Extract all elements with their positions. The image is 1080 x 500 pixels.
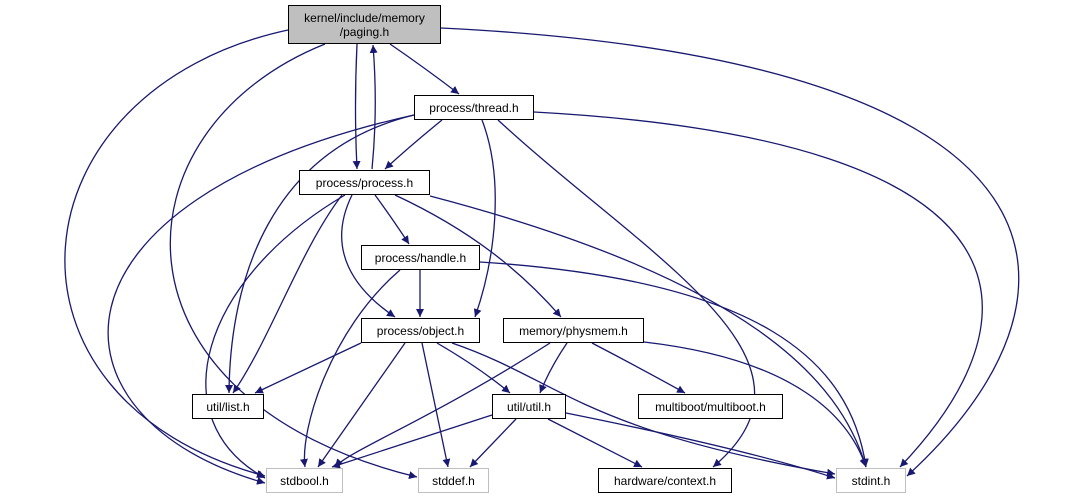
edge-process-to-list — [232, 194, 343, 394]
edge-paging-to-stdbool — [64, 29, 289, 478]
node-process-h-label: process/process.h — [315, 175, 414, 190]
edge-process-to-handle — [374, 194, 410, 245]
node-multiboot-h[interactable]: multiboot/multiboot.h — [638, 394, 783, 419]
node-stdint-h-label: stdint.h — [851, 473, 891, 488]
edge-paging-to-process — [352, 43, 361, 170]
node-stddef-h-label: stddef.h — [432, 473, 475, 488]
edge-util-to-stdint — [565, 412, 836, 480]
edge-thread-to-list — [225, 114, 415, 394]
node-util-h-label: util/util.h — [506, 399, 552, 414]
edge-util-to-context — [547, 418, 643, 468]
node-object-h-label: process/object.h — [376, 323, 465, 338]
edge-handle-to-stdbool — [299, 269, 401, 468]
node-stdbool-h-label: stdbool.h — [280, 473, 329, 488]
edge-process-to-stdint — [429, 195, 868, 468]
node-list-h-label: util/list.h — [206, 399, 250, 414]
node-paging-h[interactable]: kernel/include/memory /paging.h — [288, 5, 441, 44]
edge-thread-to-context — [497, 119, 756, 468]
node-handle-h[interactable]: process/handle.h — [361, 245, 480, 270]
node-stdbool-h[interactable]: stdbool.h — [266, 468, 343, 493]
node-context-h-label: hardware/context.h — [613, 473, 717, 488]
edge-physmem-to-stdbool — [334, 342, 551, 468]
edge-thread-to-process — [384, 119, 443, 170]
edge-physmem-to-multiboot — [591, 342, 686, 394]
edge-object-to-stdint — [451, 342, 836, 477]
node-object-h[interactable]: process/object.h — [361, 318, 480, 343]
node-util-h[interactable]: util/util.h — [492, 394, 566, 419]
node-physmem-h[interactable]: memory/physmem.h — [503, 318, 644, 343]
edge-object-to-stddef — [421, 342, 451, 468]
node-list-h[interactable]: util/list.h — [192, 394, 264, 419]
edge-physmem-to-stdint — [643, 341, 868, 468]
node-thread-h[interactable]: process/thread.h — [414, 95, 534, 120]
node-context-h[interactable]: hardware/context.h — [598, 468, 732, 493]
edge-paging-to-stddef — [169, 43, 418, 479]
edge-object-to-list — [254, 342, 362, 394]
node-multiboot-h-label: multiboot/multiboot.h — [655, 399, 766, 414]
edge-process-to-stdbool — [205, 194, 346, 479]
edge-process-to-physmem — [394, 194, 562, 318]
edge-thread-to-object — [473, 119, 496, 318]
node-thread-h-label: process/thread.h — [429, 100, 519, 115]
node-paging-h-label-line2: /paging.h — [339, 24, 390, 39]
edge-physmem-to-util — [539, 342, 568, 394]
edge-handle-to-stdint — [479, 261, 869, 468]
node-process-h[interactable]: process/process.h — [299, 170, 430, 195]
edge-object-to-stdbool — [317, 342, 406, 468]
edge-util-to-stdbool — [331, 414, 493, 469]
edge-thread-to-stdint — [533, 111, 983, 468]
edge-paging-to-thread — [389, 43, 460, 95]
node-paging-h-label-line1: kernel/include/memory — [304, 10, 425, 25]
edge-object-to-util — [436, 342, 511, 394]
edge-util-to-stddef — [469, 418, 517, 468]
edge-process-to-object — [341, 194, 396, 318]
edge-thread-to-stdbool — [107, 114, 415, 485]
node-physmem-h-label: memory/physmem.h — [519, 323, 628, 338]
node-handle-h-label: process/handle.h — [374, 250, 467, 265]
node-stdint-h[interactable]: stdint.h — [836, 468, 906, 493]
edge-paging-to-stdint — [440, 27, 1020, 477]
node-stddef-h[interactable]: stddef.h — [418, 468, 489, 493]
edge-process-to-paging — [369, 44, 378, 170]
